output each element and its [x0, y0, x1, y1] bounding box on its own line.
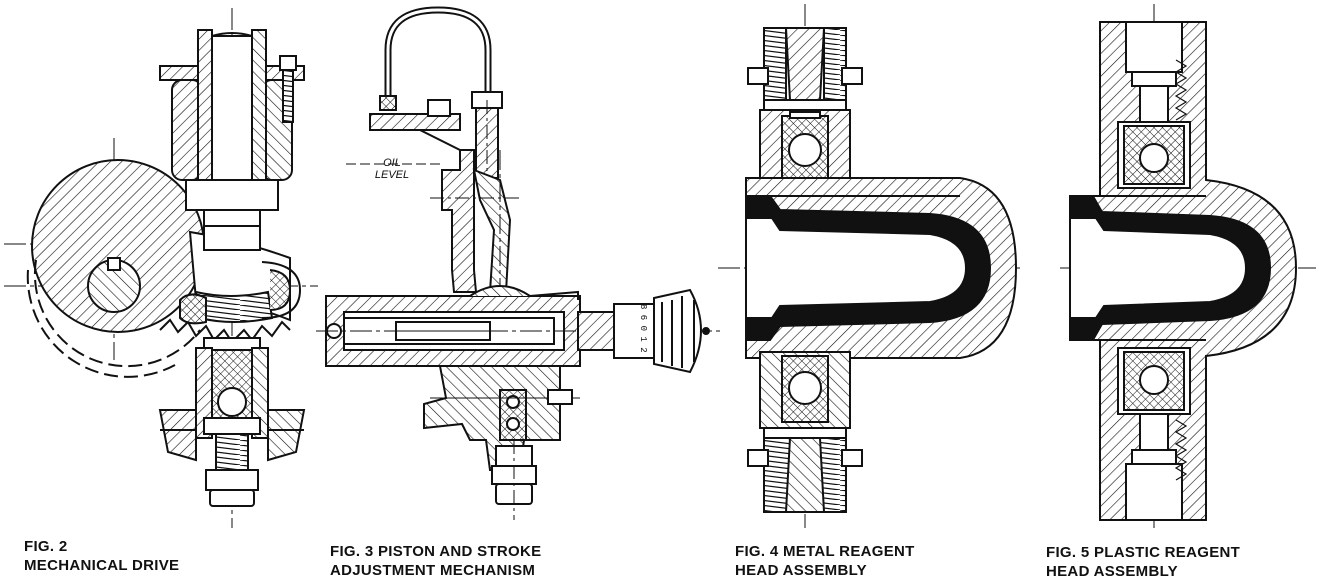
fig3-adjustment-knob[interactable] — [653, 288, 702, 374]
fig4-title-line1: FIG. 4 METAL REAGENT — [735, 543, 915, 560]
fig4-lower-check-ball — [788, 371, 822, 405]
fig2-upper-housing — [159, 29, 305, 251]
fig2-worm-gear — [159, 290, 291, 344]
fig5-plastic-reagent-head — [1060, 4, 1316, 528]
fig2-bolt — [279, 55, 297, 123]
fig4-title-line2: HEAD ASSEMBLY — [735, 562, 867, 579]
fig2-number: FIG. 2 — [24, 538, 68, 555]
fig4-caption: FIG. 4 METAL REAGENT HEAD ASSEMBLY — [735, 542, 915, 580]
fig3-housing-wall — [441, 149, 478, 293]
oil-label-line2: LEVEL — [374, 169, 410, 181]
fig5-caption: FIG. 5 PLASTIC REAGENT HEAD ASSEMBLY — [1046, 543, 1240, 581]
fig2-mechanical-drive — [4, 8, 318, 528]
fig3-dial-scale: 8 6 0 1 2 — [638, 304, 648, 353]
fig2-lower-housing — [158, 337, 306, 507]
fig3-title-line1: FIG. 3 PISTON AND STROKE — [330, 543, 542, 560]
fig3-piston-stroke-mechanism — [316, 6, 720, 520]
fig3-caption: FIG. 3 PISTON AND STROKE ADJUSTMENT MECH… — [330, 542, 541, 580]
fig4-metal-reagent-head — [718, 4, 1020, 528]
fig4-upper-check-ball — [788, 133, 822, 167]
fig3-title-line2: ADJUSTMENT MECHANISM — [330, 562, 536, 579]
fig5-title-line1: FIG. 5 PLASTIC REAGENT — [1046, 544, 1241, 561]
fig5-upper-check-ball — [1139, 143, 1169, 173]
fig5-title-line2: HEAD ASSEMBLY — [1046, 563, 1178, 580]
fig3-oil-level-label: OIL LEVEL — [372, 157, 412, 181]
fig2-title: MECHANICAL DRIVE — [24, 557, 180, 574]
fig5-lower-check-ball — [1139, 365, 1169, 395]
oil-label-line1: OIL — [383, 157, 401, 169]
fig3-oil-return-tube — [384, 6, 492, 100]
fig2-caption: FIG. 2 MECHANICAL DRIVE — [24, 537, 179, 575]
